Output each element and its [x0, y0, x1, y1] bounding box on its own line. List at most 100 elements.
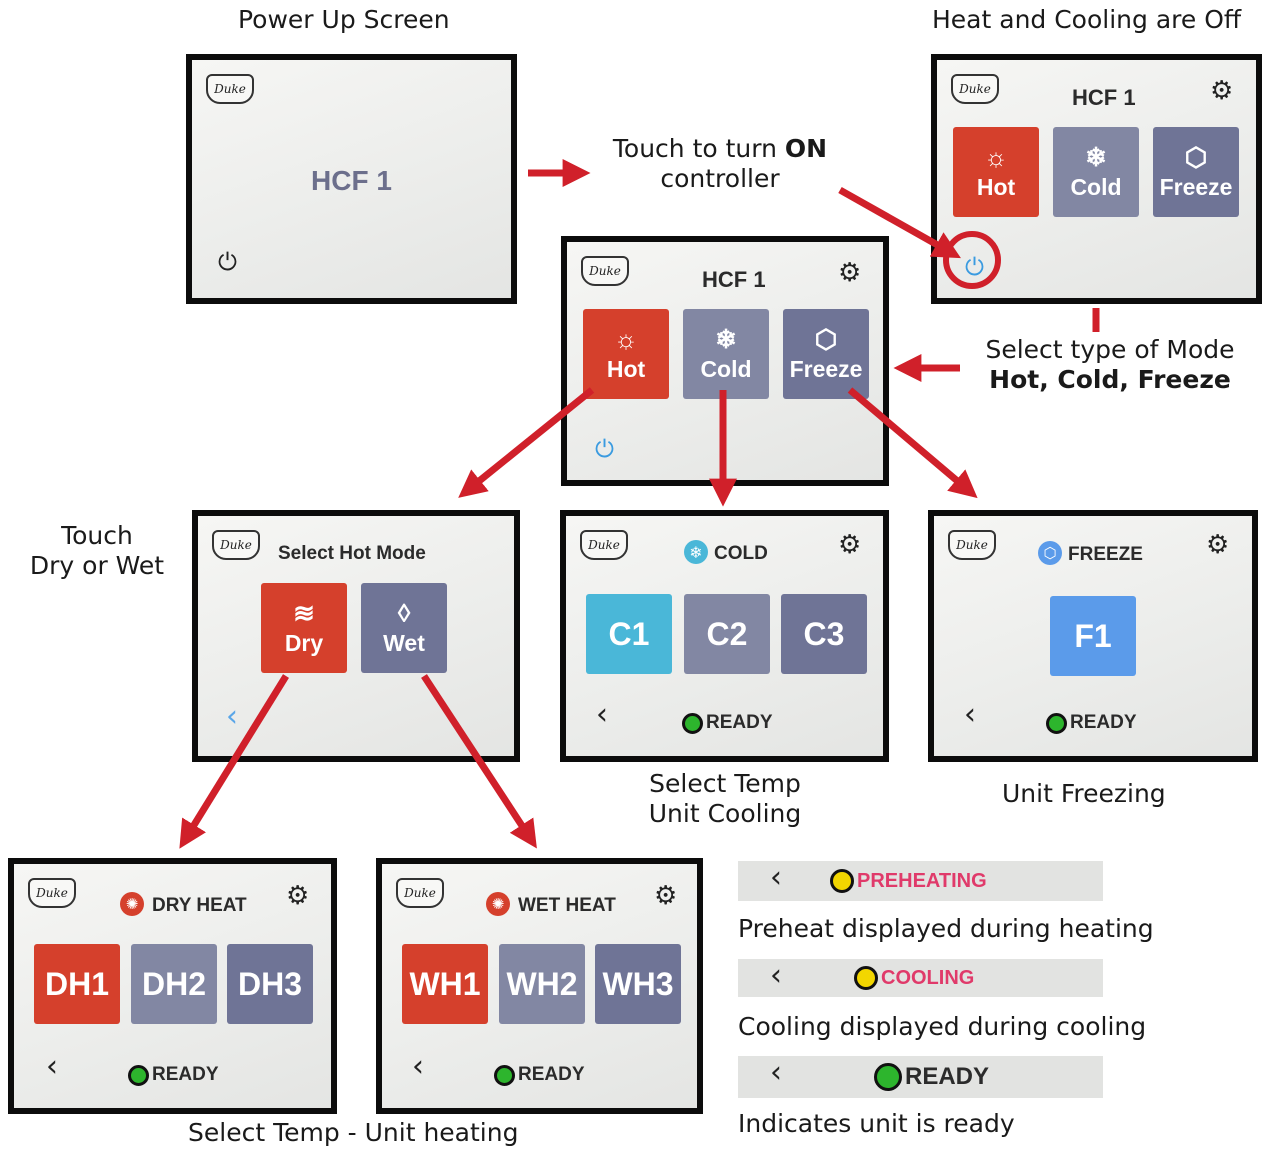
hot-label: Hot: [976, 173, 1016, 200]
gear-icon[interactable]: ⚙: [1210, 76, 1234, 106]
wet-heat-title: WET HEAT: [518, 895, 616, 916]
caption-off: Heat and Cooling are Off: [932, 5, 1242, 34]
arrow-wet-to-wetheat: [421, 674, 537, 849]
status-strip-preheating: ‹ PREHEATING: [738, 861, 1103, 901]
temp-tile-dh3[interactable]: DH3: [227, 944, 313, 1024]
sun-icon: ✺: [486, 892, 510, 916]
power-up-screen: Duke HCF 1 ⏻: [186, 54, 517, 304]
hot-mode-tile[interactable]: ☼Hot: [583, 309, 669, 399]
hot-mode-screen: Duke Select Hot Mode ≋Dry ◊Wet ‹: [192, 510, 520, 762]
arrow-hot-to-hotmode: [458, 387, 595, 498]
caption-select-temp-heating: Select Temp - Unit heating: [188, 1118, 519, 1147]
caption-select-temp-cooling: Select Temp Unit Cooling: [620, 769, 830, 829]
caption-preheat-desc: Preheat displayed during heating: [738, 914, 1154, 943]
hot-label: Hot: [606, 355, 646, 382]
temp-tile-f1[interactable]: F1: [1050, 596, 1136, 676]
gear-icon[interactable]: ⚙: [1206, 530, 1230, 560]
wh3-label: WH3: [602, 965, 674, 1002]
caption-select-mode-text: Select type of Mode: [985, 335, 1235, 364]
status-strip-cooling: ‹ COOLING: [738, 959, 1103, 997]
back-chevron-icon[interactable]: ‹: [964, 697, 976, 732]
status-dot-icon: [494, 1064, 515, 1086]
temp-tile-wh2[interactable]: WH2: [499, 944, 585, 1024]
heat-waves-icon: ≋: [293, 597, 315, 628]
temp-tile-c3[interactable]: C3: [781, 594, 867, 674]
snowflake-icon: ❄: [684, 540, 708, 564]
duke-logo-icon: Duke: [396, 878, 444, 908]
caption-controller: controller: [660, 164, 780, 193]
back-chevron-icon[interactable]: ‹: [46, 1049, 58, 1084]
caption-select-mode: Select type of Mode Hot, Cold, Freeze: [965, 335, 1255, 395]
cooling-status: COOLING: [854, 966, 974, 990]
caption-touch-on: Touch to turn ON controller: [600, 134, 840, 194]
c3-label: C3: [803, 615, 845, 652]
power-icon[interactable]: ⏻: [965, 253, 984, 281]
caption-touch-on-text: Touch to turn: [612, 134, 785, 163]
dh1-label: DH1: [44, 965, 109, 1002]
cube-icon: ⬡: [1038, 541, 1062, 565]
temp-tile-dh2[interactable]: DH2: [131, 944, 217, 1024]
wet-label: Wet: [383, 629, 425, 656]
wh2-label: WH2: [506, 965, 578, 1002]
dry-label: Dry: [284, 629, 324, 656]
freeze-label: Freeze: [789, 355, 863, 382]
status-indicator: READY: [682, 712, 773, 734]
snowflake-icon: ❄: [1085, 141, 1107, 172]
back-chevron-icon[interactable]: ‹: [596, 697, 608, 732]
cold-screen: Duke ❄ COLD ⚙ C1 C2 C3 ‹ READY: [560, 510, 889, 762]
gear-icon[interactable]: ⚙: [654, 881, 678, 911]
wet-heat-screen: Duke ✺ WET HEAT ⚙ WH1 WH2 WH3 ‹ READY: [376, 858, 703, 1114]
status-indicator: READY: [1046, 712, 1137, 734]
cold-title: COLD: [714, 543, 768, 564]
temp-tile-wh1[interactable]: WH1: [402, 944, 488, 1024]
temp-tile-c1[interactable]: C1: [586, 594, 672, 674]
c2-label: C2: [706, 615, 748, 652]
dry-heat-title: DRY HEAT: [152, 895, 247, 916]
power-icon[interactable]: ⏻: [218, 248, 237, 276]
freeze-mode-tile[interactable]: ⬡Freeze: [783, 309, 869, 399]
gear-icon[interactable]: ⚙: [286, 881, 310, 911]
status-strip-ready: ‹ READY: [738, 1056, 1103, 1098]
sun-icon: ✺: [120, 892, 144, 916]
cold-label: Cold: [700, 355, 752, 382]
back-chevron-icon[interactable]: ‹: [226, 699, 238, 734]
temp-tile-dh1[interactable]: DH1: [34, 944, 120, 1024]
freeze-title: FREEZE: [1068, 544, 1143, 565]
arrow-dry-to-dryheat: [179, 674, 289, 849]
caption-modes-bold: Hot, Cold, Freeze: [989, 365, 1231, 394]
duke-logo-icon: Duke: [951, 74, 999, 104]
caption-touch-dry-wet: Touch Dry or Wet: [22, 521, 172, 581]
hot-mode-tile[interactable]: ☼Hot: [953, 127, 1039, 217]
back-chevron-icon[interactable]: ‹: [412, 1049, 424, 1084]
status-dot-icon: [128, 1064, 149, 1086]
status-indicator: READY: [128, 1064, 219, 1086]
sun-icon: ☼: [614, 323, 638, 354]
dry-tile[interactable]: ≋Dry: [261, 583, 347, 673]
dh3-label: DH3: [237, 965, 302, 1002]
status-dot-icon: [1046, 712, 1067, 734]
freeze-mode-tile[interactable]: ⬡Freeze: [1153, 127, 1239, 217]
c1-label: C1: [608, 615, 650, 652]
caption-ready-desc: Indicates unit is ready: [738, 1109, 1015, 1138]
status-text: READY: [1070, 712, 1137, 733]
gear-icon[interactable]: ⚙: [838, 530, 862, 560]
caption-dry-or-wet: Dry or Wet: [29, 551, 165, 580]
cold-mode-tile[interactable]: ❄Cold: [683, 309, 769, 399]
temp-tile-c2[interactable]: C2: [684, 594, 770, 674]
off-screen: Duke HCF 1 ⚙ ☼Hot ❄Cold ⬡Freeze ⏻: [931, 54, 1262, 304]
power-highlight-circle: [943, 231, 1001, 289]
wet-tile[interactable]: ◊Wet: [361, 583, 447, 673]
ready-status: READY: [874, 1063, 989, 1091]
power-icon[interactable]: ⏻: [595, 435, 614, 463]
gear-icon[interactable]: ⚙: [838, 258, 862, 288]
power-up-title[interactable]: HCF 1: [311, 165, 392, 196]
status-dot-icon: [854, 966, 878, 990]
duke-logo-icon: Duke: [580, 530, 628, 560]
temp-tile-wh3[interactable]: WH3: [595, 944, 681, 1024]
status-text: READY: [706, 712, 773, 733]
caption-unit-freezing: Unit Freezing: [1002, 779, 1166, 808]
cube-icon: ⬡: [814, 323, 838, 354]
snowflake-icon: ❄: [715, 323, 737, 354]
cold-mode-tile[interactable]: ❄Cold: [1053, 127, 1139, 217]
